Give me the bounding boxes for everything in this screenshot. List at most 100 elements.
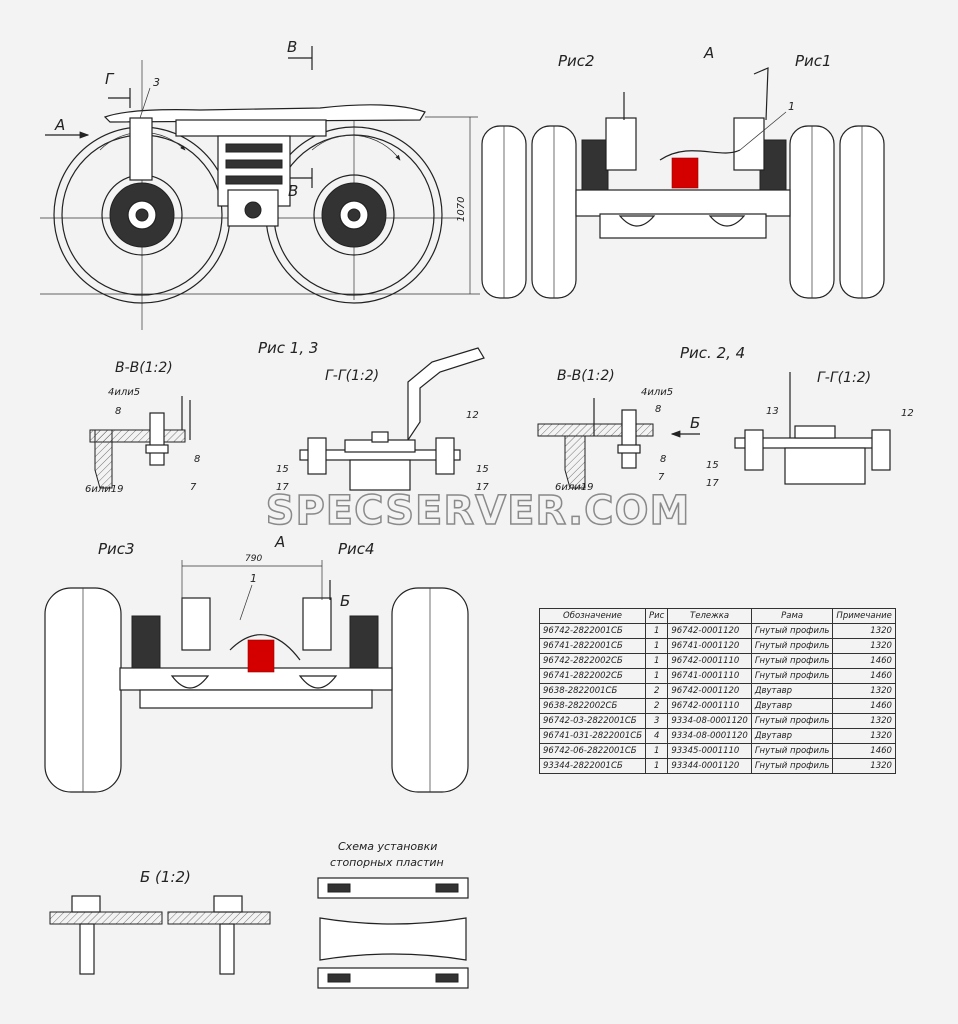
view-b-bottom-label: Б — [340, 592, 350, 610]
callout-15-b: 15 — [476, 464, 489, 475]
callout-8-c: 8 — [655, 404, 661, 415]
table-cell: 1 — [645, 743, 669, 759]
ris1-top-label: Рис1 — [795, 52, 832, 70]
view-b-arrow-label: Б — [690, 414, 700, 432]
callout-4ili5-b: 4или5 — [641, 387, 673, 398]
section-gg1-title: Г-Г(1:2) — [325, 368, 379, 384]
table-cell: 2 — [645, 683, 669, 699]
table-cell: 1460 — [832, 698, 896, 714]
detail-b-title: Б (1:2) — [140, 868, 191, 886]
table-cell: 1460 — [832, 653, 896, 669]
lock-plate-scheme: Схема установки стопорных пластин — [317, 840, 469, 989]
callout-7-a: 7 — [190, 482, 197, 493]
callout-8-a: 8 — [115, 406, 121, 417]
table-cell: 96741-031-2822001СБ — [538, 728, 647, 744]
callout-1-bottom: 1 — [250, 572, 257, 585]
scheme-title-2: стопорных пластин — [330, 856, 444, 869]
table-cell: Двутавр — [750, 683, 834, 699]
section-b-top-label: В — [287, 38, 297, 56]
callout-15-c: 15 — [706, 460, 719, 471]
table-cell: 96741-2822001СБ — [538, 638, 647, 654]
table-cell: 1320 — [832, 623, 896, 639]
callout-12-a: 12 — [466, 410, 479, 421]
callout-7-b: 7 — [658, 472, 665, 483]
callout-1-top: 1 — [788, 100, 795, 113]
table-cell: 96741-0001120 — [667, 638, 752, 654]
section-g-label: Г — [105, 70, 115, 88]
table-cell: 96742-06-2822001СБ — [538, 743, 647, 759]
scheme-title-1: Схема установки — [338, 840, 437, 853]
table-cell: 3 — [645, 713, 669, 729]
spec-table: Обозначение Рис Тележка Рама Примечание … — [538, 608, 896, 774]
dim-790: 790 — [245, 554, 262, 564]
dim-1070: 1070 — [456, 197, 467, 222]
table-cell: 9638-2822001СБ — [538, 683, 647, 699]
specification-table: Обозначение Рис Тележка Рама Примечание … — [538, 608, 896, 774]
callout-15-a: 15 — [276, 464, 289, 475]
table-cell: 96742-2822002СБ — [538, 653, 647, 669]
view-a-center-label: А — [703, 44, 714, 62]
table-cell: 1 — [645, 653, 669, 669]
table-cell: 93345-0001110 — [667, 743, 752, 759]
table-cell: 1 — [645, 638, 669, 654]
table-cell: Гнутый профиль — [750, 638, 834, 654]
callout-17-b: 17 — [476, 482, 489, 493]
col-fig: Рис — [645, 608, 669, 624]
table-cell: 4 — [645, 728, 669, 744]
table-cell: 1320 — [832, 638, 896, 654]
table-cell: Гнутый профиль — [750, 668, 834, 684]
table-cell: 1320 — [832, 683, 896, 699]
ris13-title: Рис 1, 3 — [258, 339, 318, 357]
callout-6ili19-b: 6или19 — [555, 482, 593, 493]
table-cell: 96742-0001120 — [667, 623, 752, 639]
table-cell: Двутавр — [750, 698, 834, 714]
table-cell: 1 — [645, 668, 669, 684]
sections-ris13: Рис 1, 3 В-В(1:2) Г-Г(1:2) 4или5 8 8 7 6… — [85, 339, 489, 495]
table-cell: 96742-0001120 — [667, 683, 752, 699]
table-cell: Гнутый профиль — [750, 653, 834, 669]
view-a-label: А — [54, 116, 65, 134]
table-cell: 1 — [645, 623, 669, 639]
table-cell: 1320 — [832, 758, 896, 774]
ris24-title: Рис. 2, 4 — [680, 344, 745, 362]
table-header-row: Обозначение Рис Тележка Рама Примечание — [538, 608, 896, 624]
table-cell: 93344-2822001СБ — [538, 758, 647, 774]
ris3-label: Рис3 — [98, 540, 135, 558]
watermark: SPECSERVER.COM — [265, 487, 691, 535]
table-cell: 93344-0001120 — [667, 758, 752, 774]
section-gg2-title: Г-Г(1:2) — [817, 370, 871, 386]
section-bv1-title: В-В(1:2) — [115, 360, 173, 376]
table-cell: 9638-2822002СБ — [538, 698, 647, 714]
table-cell: Двутавр — [750, 728, 834, 744]
table-cell: 9334-08-0001120 — [667, 713, 752, 729]
callout-13: 13 — [766, 406, 779, 417]
table-cell: Гнутый профиль — [750, 713, 834, 729]
side-view: 1070 А Г 3 В В — [40, 38, 480, 330]
table-cell: 96742-2822001СБ — [538, 623, 647, 639]
table-cell: 9334-08-0001120 — [667, 728, 752, 744]
col-note: Примечание — [832, 608, 896, 624]
sections-ris24: Рис. 2, 4 В-В(1:2) Г-Г(1:2) 4или5 8 8 7 … — [537, 344, 914, 493]
ris4-label: Рис4 — [338, 540, 375, 558]
table-cell: 96741-0001110 — [667, 668, 752, 684]
view-a-top: Рис2 А Рис1 1 — [481, 44, 885, 299]
table-cell: 1460 — [832, 668, 896, 684]
table-cell: Гнутый профиль — [750, 623, 834, 639]
callout-6ili19-a: 6или19 — [85, 484, 123, 495]
table-cell: Гнутый профиль — [750, 758, 834, 774]
ris2-top-label: Рис2 — [558, 52, 595, 70]
table-cell: 96741-2822002СБ — [538, 668, 647, 684]
section-b-mid-label: В — [288, 182, 298, 200]
callout-17-c: 17 — [706, 478, 719, 489]
callout-12-b: 12 — [901, 408, 914, 419]
table-cell: 1 — [645, 758, 669, 774]
table-cell: 96742-03-2822001СБ — [538, 713, 647, 729]
